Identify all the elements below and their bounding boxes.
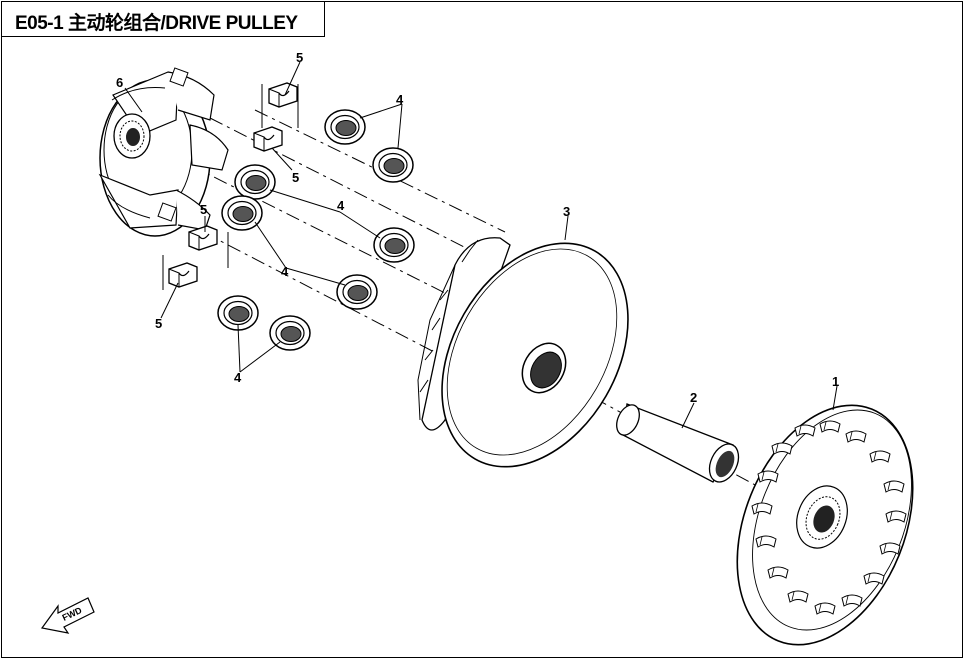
title-box: E05-1 主动轮组合/DRIVE PULLEY xyxy=(1,1,325,37)
callout-part5-c: 5 xyxy=(200,202,207,217)
movable-sheave-part3 xyxy=(417,237,629,468)
callout-part5-a: 5 xyxy=(296,50,303,65)
callout-part1: 1 xyxy=(832,374,839,389)
callout-part4-d: 4 xyxy=(234,370,242,385)
callout-part6: 6 xyxy=(116,75,123,90)
callout-part2: 2 xyxy=(690,390,697,405)
callout-part5-d: 5 xyxy=(155,316,162,331)
title-code: E05-1 xyxy=(15,13,64,34)
callout-part4-b: 4 xyxy=(337,198,345,213)
slider-bracket-lines xyxy=(162,84,299,290)
leader-lines xyxy=(124,61,838,429)
callout-part5-b: 5 xyxy=(292,170,299,185)
fixed-sheave-part1 xyxy=(736,404,914,646)
callout-part4-a: 4 xyxy=(396,92,404,107)
fwd-arrow-icon: FWD xyxy=(40,597,95,634)
title-name-cn: 主动轮组合 xyxy=(67,13,161,34)
roller-part4-group xyxy=(217,109,415,351)
title-name-en: /DRIVE PULLEY xyxy=(160,13,299,34)
sleeve-part2 xyxy=(616,403,740,483)
callout-part4-c: 4 xyxy=(281,264,289,279)
slider-part5-bottom xyxy=(168,225,218,288)
ramp-plate-part6 xyxy=(98,67,229,237)
callout-part3: 3 xyxy=(563,204,570,219)
slider-part5-top xyxy=(253,82,298,152)
diagram-title: E05-1 主动轮组合/DRIVE PULLEY xyxy=(15,8,298,35)
